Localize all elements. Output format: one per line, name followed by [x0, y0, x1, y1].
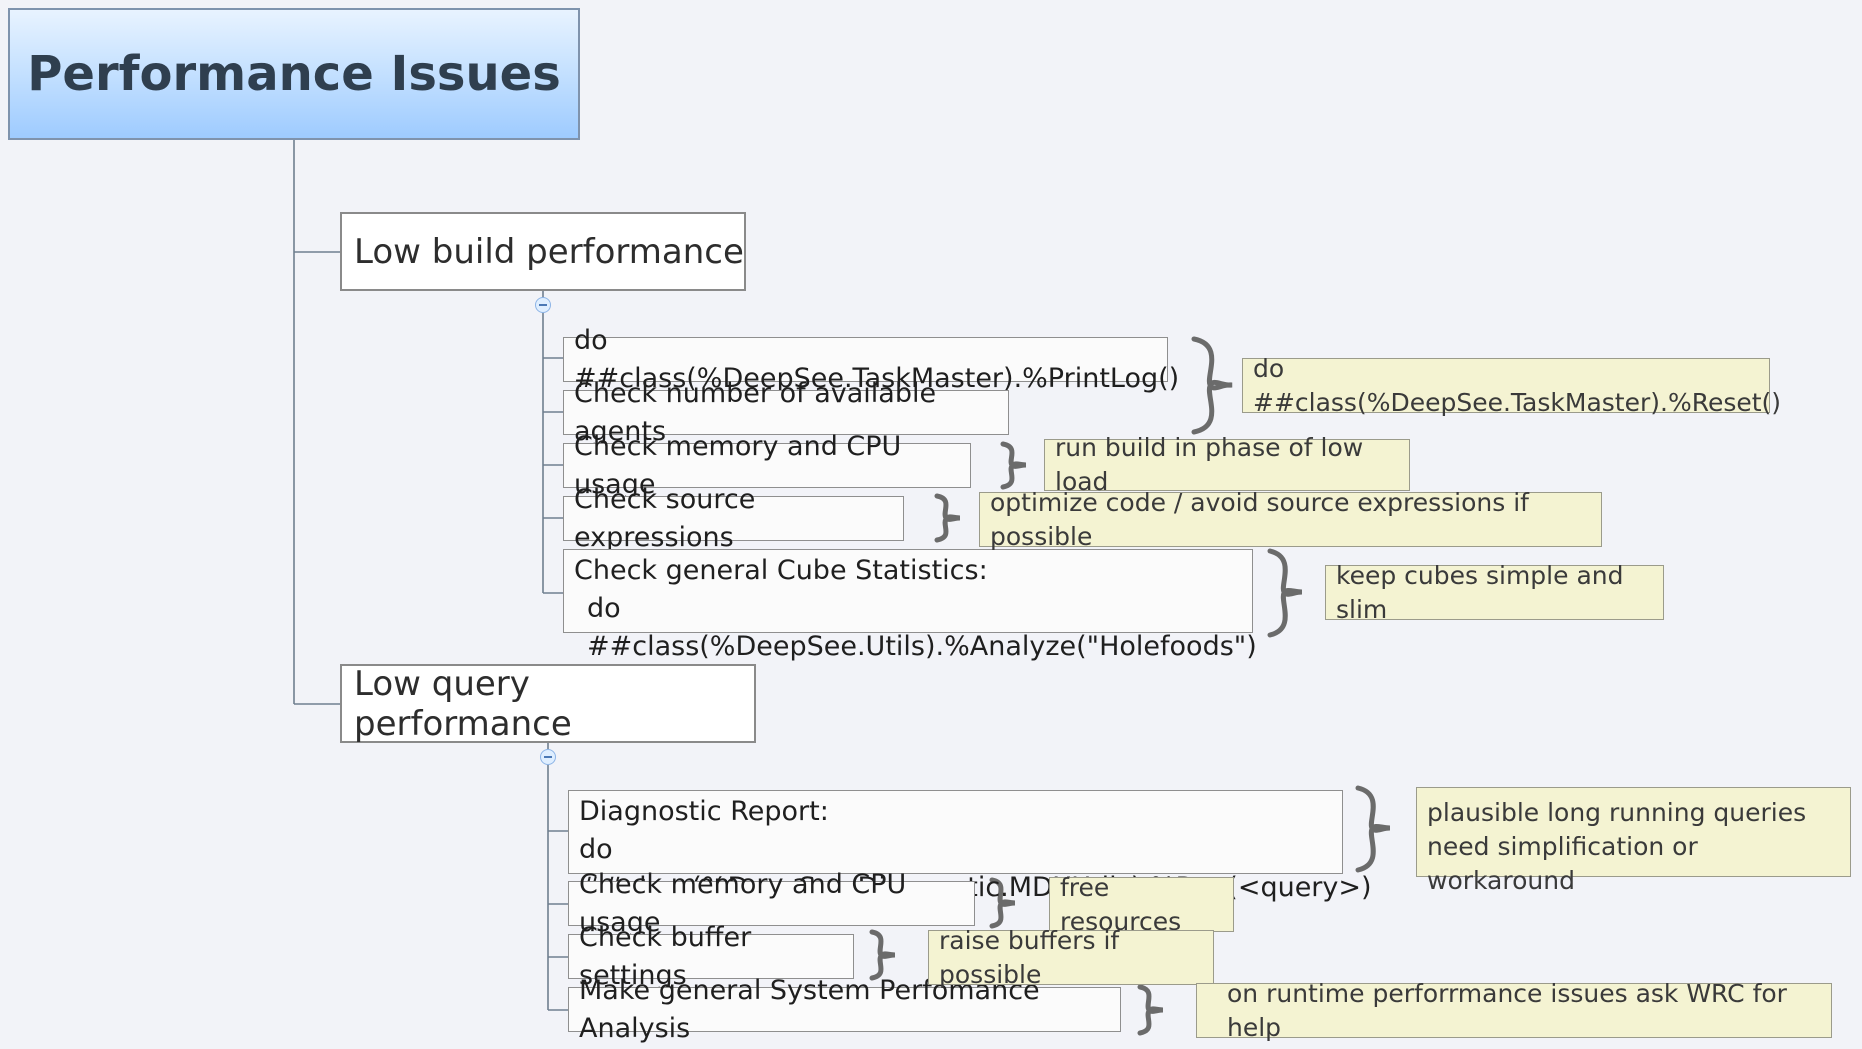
subtopic-label-line-2: do ##class(%DeepSee.Utils).%Analyze("Hol… — [587, 593, 1257, 662]
central-topic-label: Performance Issues — [27, 46, 561, 102]
topic-low-query-performance[interactable]: Low query performance — [340, 663, 756, 744]
subtopic-label: Check number of available agents — [574, 377, 937, 447]
note-optimize-code[interactable]: optimize code / avoid source expressions… — [979, 488, 1602, 551]
subtopic-available-agents[interactable]: Check number of available agents — [563, 378, 1009, 447]
brace-build-4 — [1267, 548, 1303, 638]
note-label-line-2: simplification or workaround — [1427, 832, 1698, 895]
brace-build-2 — [1000, 441, 1027, 490]
note-reset[interactable]: do ##class(%DeepSee.TaskMaster).%Reset() — [1242, 354, 1781, 417]
note-label-line-1: plausible long running queries need — [1427, 798, 1807, 861]
topic-label: Low query performance — [354, 663, 572, 744]
subtopic-source-expressions[interactable]: Check source expressions — [563, 484, 904, 553]
central-topic[interactable]: Performance Issues — [8, 8, 580, 140]
note-long-running-queries[interactable]: plausible long running queries need simp… — [1416, 787, 1851, 895]
note-label: raise buffers if possible — [939, 925, 1120, 989]
brace-build-3 — [934, 493, 961, 543]
subtopic-diagnostic-report[interactable]: Diagnostic Report: do ##class(%DeepSee.D… — [568, 790, 1372, 903]
note-label: keep cubes simple and slim — [1336, 560, 1624, 624]
topic-label: Low build performance — [354, 231, 744, 272]
subtopic-printlog[interactable]: do ##class(%DeepSee.TaskMaster).%PrintLo… — [563, 325, 1179, 394]
brace-query-2 — [989, 877, 1016, 929]
subtopic-label: Check source expressions — [574, 483, 756, 553]
collapse-query-icon[interactable] — [540, 749, 556, 765]
note-simple-cubes[interactable]: keep cubes simple and slim — [1325, 561, 1664, 624]
subtopic-cube-statistics[interactable]: Check general Cube Statistics: do ##clas… — [563, 549, 1257, 662]
subtopic-label: Check buffer settings — [579, 921, 752, 991]
subtopic-memory-cpu-build[interactable]: Check memory and CPU usage — [563, 431, 971, 500]
note-label: on runtime perforrmance issues ask WRC f… — [1227, 978, 1787, 1042]
brace-query-4 — [1137, 984, 1164, 1036]
brace-query-3 — [869, 929, 896, 981]
summary-braces — [869, 336, 1391, 1036]
brace-query-1 — [1355, 785, 1391, 873]
subtopic-buffer-settings[interactable]: Check buffer settings — [568, 922, 854, 991]
note-ask-wrc[interactable]: on runtime perforrmance issues ask WRC f… — [1196, 979, 1832, 1042]
subtopic-system-analysis[interactable]: Make general System Perfomance Analysis — [568, 975, 1121, 1044]
subtopic-label-line-1: Check general Cube Statistics: — [574, 555, 988, 586]
note-label: do ##class(%DeepSee.TaskMaster).%Reset() — [1253, 353, 1782, 417]
collapse-build-icon[interactable] — [535, 297, 551, 313]
note-low-load[interactable]: run build in phase of low load — [1044, 433, 1410, 496]
brace-build-1 — [1191, 336, 1233, 435]
subtopic-label: do ##class(%DeepSee.TaskMaster).%PrintLo… — [574, 324, 1180, 394]
tree-lines — [293, 140, 568, 1011]
note-raise-buffers[interactable]: raise buffers if possible — [928, 926, 1214, 989]
topic-low-build-performance[interactable]: Low build performance — [340, 212, 746, 291]
subtopic-memory-cpu-query[interactable]: Check memory and CPU usage — [568, 869, 975, 938]
note-label: optimize code / avoid source expressions… — [990, 487, 1529, 551]
subtopic-label: Check memory and CPU usage — [579, 868, 907, 938]
note-label: run build in phase of low load — [1055, 433, 1364, 496]
subtopic-label-line-1: Diagnostic Report: — [579, 796, 829, 827]
subtopic-label: Check memory and CPU usage — [574, 430, 902, 500]
